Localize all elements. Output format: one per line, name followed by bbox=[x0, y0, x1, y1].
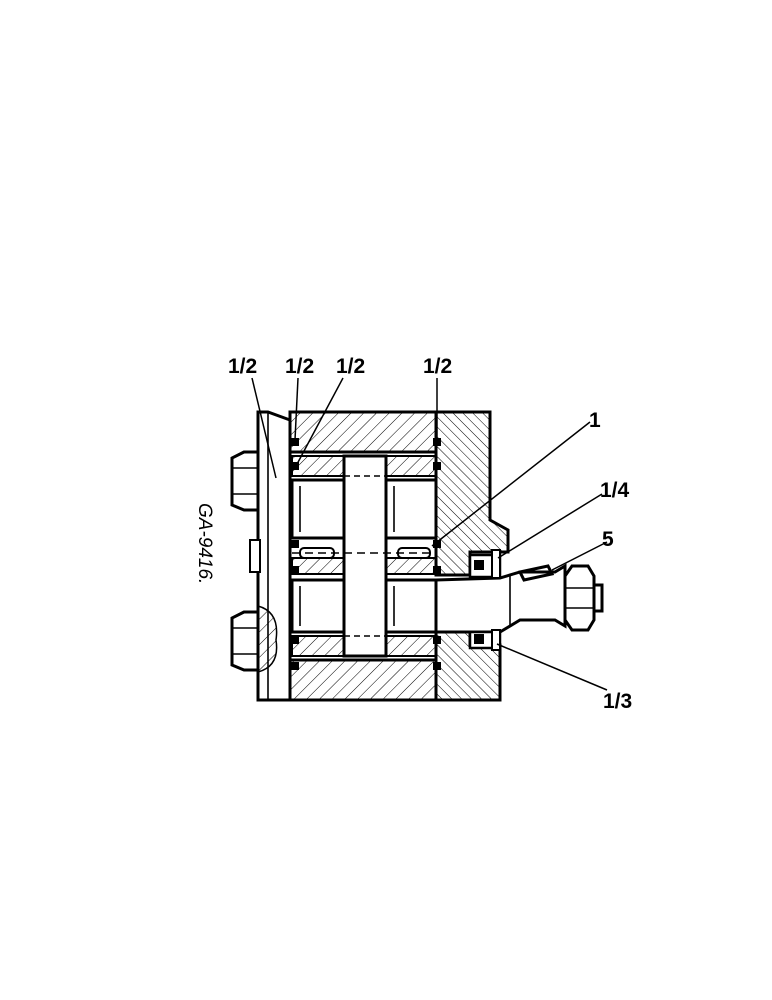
gear-shaft bbox=[342, 454, 388, 658]
bottom-bolt bbox=[230, 605, 278, 673]
cover-dowel bbox=[249, 539, 261, 573]
callout-seal-b: 1/2 bbox=[285, 355, 314, 378]
callout-part-1-4: 1/4 bbox=[600, 479, 630, 502]
callout-part-1: 1 bbox=[589, 409, 601, 432]
key-slots bbox=[292, 547, 436, 559]
callout-part-5: 5 bbox=[602, 528, 614, 551]
drawing-code: GA-9416. bbox=[194, 503, 215, 584]
callout-seal-a: 1/2 bbox=[228, 355, 257, 378]
retaining-ring bbox=[491, 549, 501, 651]
shaft-nut bbox=[563, 564, 604, 632]
shaft-key bbox=[517, 564, 555, 582]
o-ring-seals bbox=[291, 438, 441, 670]
callout-part-1-3: 1/3 bbox=[603, 690, 632, 713]
callout-seal-c: 1/2 bbox=[336, 355, 365, 378]
top-bolt bbox=[230, 450, 260, 512]
callout-seal-d: 1/2 bbox=[423, 355, 452, 378]
leader-lines bbox=[251, 377, 608, 691]
bushings bbox=[291, 455, 437, 657]
